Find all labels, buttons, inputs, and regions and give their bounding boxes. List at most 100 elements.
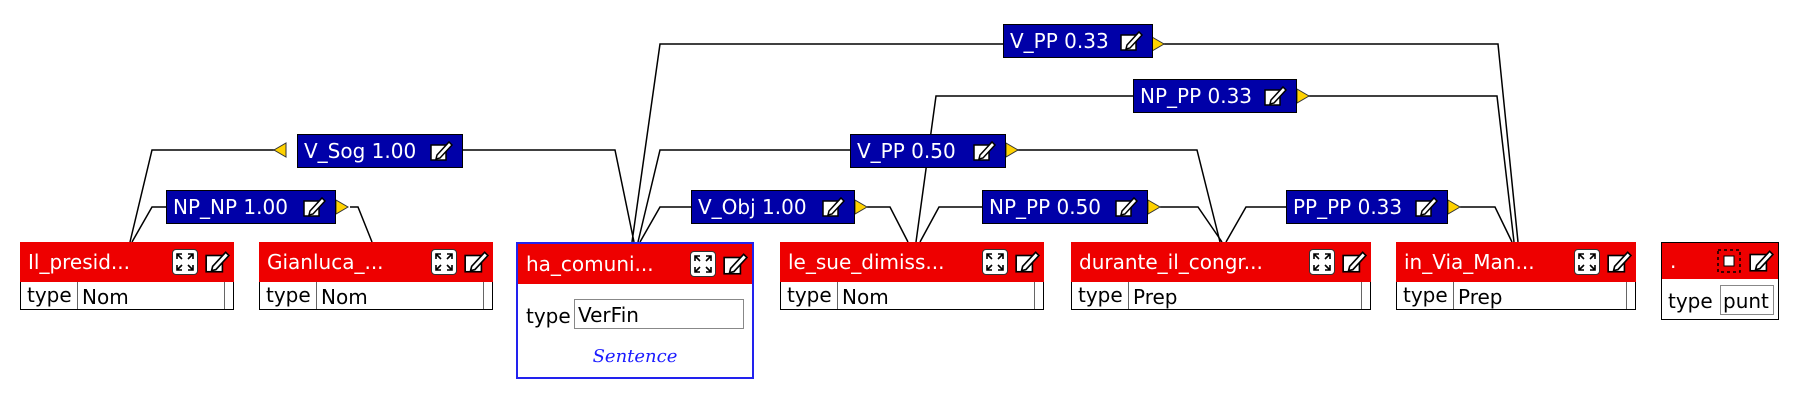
arrow-marker-icon bbox=[854, 199, 868, 215]
edge-r5 bbox=[350, 206, 373, 243]
edit-icon[interactable] bbox=[1748, 248, 1774, 274]
expand-icon[interactable] bbox=[172, 249, 198, 275]
expand-icon[interactable] bbox=[690, 251, 716, 277]
sentence-annotation-label: Sentence bbox=[592, 346, 678, 367]
token-node-t5[interactable]: durante_il_congr... type Prep bbox=[1071, 242, 1371, 310]
edit-icon[interactable] bbox=[1414, 195, 1438, 219]
edit-icon[interactable] bbox=[972, 139, 996, 163]
expand-icon[interactable] bbox=[431, 249, 457, 275]
token-header[interactable]: in_Via_Man... bbox=[1396, 242, 1636, 282]
edge-r1 bbox=[631, 43, 1008, 243]
edge-r6 bbox=[639, 206, 693, 243]
relation-label: V_Sog 1.00 bbox=[304, 139, 417, 163]
edit-icon[interactable] bbox=[1119, 29, 1143, 53]
edge-r1 bbox=[1152, 43, 1519, 243]
token-node-t7[interactable]: . type punt bbox=[1661, 242, 1779, 320]
relation-box-r2[interactable]: NP_PP 0.33 bbox=[1133, 79, 1297, 113]
relation-label: NP_NP 1.00 bbox=[173, 195, 288, 219]
edge-r2 bbox=[915, 95, 1135, 243]
edit-icon[interactable] bbox=[821, 195, 845, 219]
relation-box-r4[interactable]: V_PP 0.50 bbox=[850, 134, 1006, 168]
feature-key: type bbox=[260, 282, 317, 309]
feature-row: type Prep bbox=[1396, 282, 1636, 310]
arrow-marker-icon bbox=[1151, 36, 1165, 52]
token-header[interactable]: . bbox=[1662, 243, 1778, 279]
relation-box-r3[interactable]: V_Sog 1.00 bbox=[297, 134, 463, 168]
edge-r7 bbox=[919, 206, 982, 243]
edit-icon[interactable] bbox=[463, 249, 489, 275]
edge-r8 bbox=[1225, 206, 1288, 243]
token-header[interactable]: Il_presid... bbox=[20, 242, 234, 282]
edit-icon[interactable] bbox=[1341, 249, 1367, 275]
feature-key: type bbox=[1668, 289, 1713, 313]
edge-r3 bbox=[129, 149, 286, 243]
feature-row: type Nom bbox=[780, 282, 1044, 310]
edge-r4 bbox=[1006, 149, 1221, 243]
edit-icon[interactable] bbox=[1606, 249, 1632, 275]
token-label: . bbox=[1670, 249, 1677, 273]
token-label: durante_il_congr... bbox=[1079, 250, 1263, 274]
token-node-t2[interactable]: Gianluca_... type Nom bbox=[259, 242, 493, 310]
feature-key: type bbox=[1397, 282, 1454, 309]
feature-row: type Nom bbox=[20, 282, 234, 310]
expand-icon[interactable] bbox=[982, 249, 1008, 275]
arrow-marker-icon bbox=[1447, 199, 1461, 215]
feature-key: type bbox=[1072, 282, 1129, 309]
edge-r5 bbox=[131, 206, 166, 243]
edge-r4 bbox=[637, 149, 852, 243]
relation-box-r6[interactable]: V_Obj 1.00 bbox=[691, 190, 855, 224]
edit-icon[interactable] bbox=[1114, 195, 1138, 219]
feature-value[interactable]: Nom bbox=[839, 282, 1035, 309]
expand-icon[interactable] bbox=[1309, 249, 1335, 275]
edit-icon[interactable] bbox=[722, 251, 748, 277]
sentence-node-t3[interactable]: ha_comuni... type VerFin Sentence bbox=[516, 242, 754, 379]
feature-row: type Nom bbox=[259, 282, 493, 310]
token-label: le_sue_dimiss... bbox=[788, 250, 945, 274]
arrow-marker-icon bbox=[1005, 142, 1019, 158]
feature-value-field[interactable]: punt bbox=[1720, 285, 1774, 315]
edit-icon[interactable] bbox=[204, 249, 230, 275]
edge-r8 bbox=[1460, 206, 1513, 243]
token-label: Gianluca_... bbox=[267, 250, 384, 274]
arrow-marker-icon bbox=[1147, 199, 1161, 215]
feature-value[interactable]: Prep bbox=[1455, 282, 1627, 309]
relation-label: NP_PP 0.50 bbox=[989, 195, 1102, 219]
token-label: ha_comuni... bbox=[526, 252, 654, 276]
relation-label: PP_PP 0.33 bbox=[1293, 195, 1403, 219]
token-header[interactable]: ha_comuni... bbox=[518, 244, 752, 284]
arrow-marker-icon bbox=[1296, 88, 1310, 104]
feature-row: type Prep bbox=[1071, 282, 1371, 310]
edit-icon[interactable] bbox=[429, 139, 453, 163]
token-node-t4[interactable]: le_sue_dimiss... type Nom bbox=[780, 242, 1044, 310]
token-label: in_Via_Man... bbox=[1404, 250, 1535, 274]
token-header[interactable]: Gianluca_... bbox=[259, 242, 493, 282]
expand-icon[interactable] bbox=[1574, 249, 1600, 275]
collapse-icon[interactable] bbox=[1716, 248, 1742, 274]
token-node-t6[interactable]: in_Via_Man... type Prep bbox=[1396, 242, 1636, 310]
edge-r6 bbox=[867, 206, 909, 243]
token-header[interactable]: le_sue_dimiss... bbox=[780, 242, 1044, 282]
edge-r2 bbox=[1297, 95, 1515, 243]
feature-key: type bbox=[21, 282, 78, 309]
token-header[interactable]: durante_il_congr... bbox=[1071, 242, 1371, 282]
relation-label: V_Obj 1.00 bbox=[698, 195, 807, 219]
token-label: Il_presid... bbox=[28, 250, 130, 274]
feature-value-field[interactable]: VerFin bbox=[574, 299, 744, 329]
edge-r7 bbox=[1160, 206, 1223, 243]
relation-box-r1[interactable]: V_PP 0.33 bbox=[1003, 24, 1153, 58]
token-node-t1[interactable]: Il_presid... type Nom bbox=[20, 242, 234, 310]
edit-icon[interactable] bbox=[302, 195, 326, 219]
edge-r3 bbox=[462, 149, 635, 243]
relation-box-r5[interactable]: NP_NP 1.00 bbox=[166, 190, 336, 224]
relation-box-r7[interactable]: NP_PP 0.50 bbox=[982, 190, 1148, 224]
feature-value[interactable]: Prep bbox=[1130, 282, 1362, 309]
relation-label: V_PP 0.50 bbox=[857, 139, 956, 163]
arrow-marker-icon bbox=[335, 199, 349, 215]
relation-box-r8[interactable]: PP_PP 0.33 bbox=[1286, 190, 1448, 224]
edit-icon[interactable] bbox=[1263, 84, 1287, 108]
edit-icon[interactable] bbox=[1014, 249, 1040, 275]
relation-label: NP_PP 0.33 bbox=[1140, 84, 1253, 108]
feature-value[interactable]: Nom bbox=[318, 282, 484, 309]
feature-value[interactable]: Nom bbox=[79, 282, 225, 309]
